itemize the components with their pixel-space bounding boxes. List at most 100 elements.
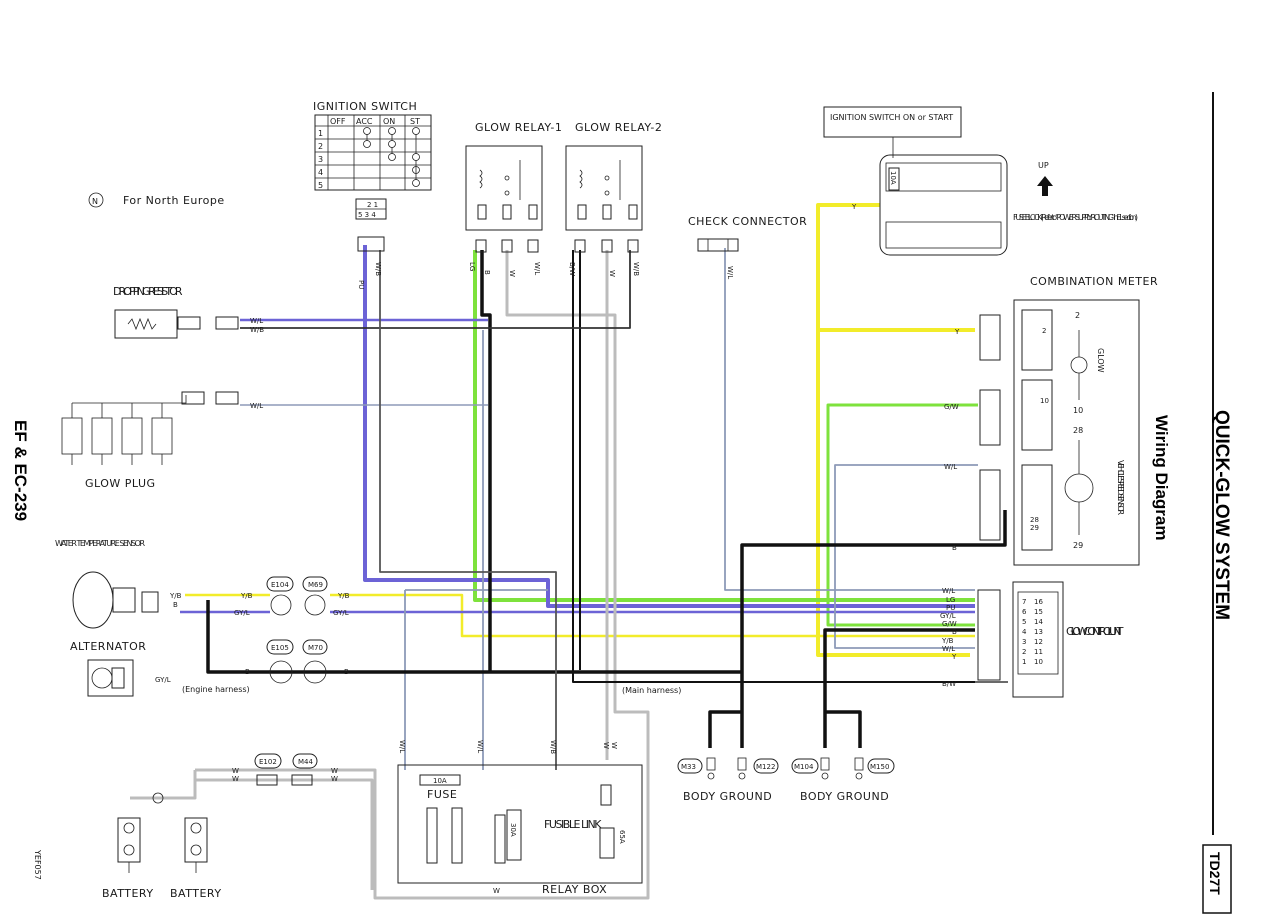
meter-pin-10: 10 — [1073, 406, 1083, 415]
relay-box: 10A FUSE 30A FUSIBLE LINK 65A RELAY BOX … — [397, 740, 643, 896]
row-2: 2 — [318, 142, 323, 151]
lbl-w1: W — [508, 270, 516, 277]
lbl-y-fuse: Y — [851, 203, 857, 211]
glow-relay-1: GLOW RELAY-1 — [465, 121, 562, 253]
lbl-yb-mid: Y/B — [240, 592, 253, 600]
lbl-bw: B/W — [568, 262, 576, 276]
gcu-lg: LG — [946, 596, 955, 604]
lbl-yb-water: Y/B — [169, 592, 182, 600]
lbl-gyl-mid: GY/L — [234, 609, 250, 617]
row-3: 3 — [318, 155, 323, 164]
svg-text:M122: M122 — [756, 763, 775, 771]
alternator: ALTERNATOR GY/L (Engine harness) B B (Ma… — [70, 640, 681, 697]
glow-control-unit: GLOW CONTROL UNIT W/L LG PU GY/L G/W B Y… — [940, 581, 1124, 698]
svg-text:13: 13 — [1034, 628, 1043, 636]
lbl-gyl-right: GY/L — [333, 609, 349, 617]
col-on: ON — [383, 117, 395, 126]
svg-text:12: 12 — [1034, 638, 1043, 646]
ign-pins-top: 2 1 — [367, 201, 378, 209]
svg-text:10: 10 — [1034, 658, 1043, 666]
svg-text:5: 5 — [1022, 618, 1026, 626]
wire-w-relay1 — [195, 250, 650, 900]
wire-wl-check — [724, 248, 975, 591]
gcu-y: Y — [951, 653, 957, 661]
wire-pu — [363, 245, 975, 608]
col-st: ST — [410, 117, 420, 126]
meter-inner-28: 28 — [1030, 516, 1039, 524]
lbl-b-meter: B — [952, 544, 957, 552]
svg-text:E105: E105 — [271, 644, 289, 652]
inline-connectors: E104 M69 E105 M70 E102 M44 W W — [232, 576, 338, 786]
lbl-wb-res: W/B — [250, 326, 264, 334]
gcu-bw: B/W — [942, 680, 956, 688]
lbl-w2: W — [608, 270, 616, 277]
ign-pins-bottom: 5 3 4 — [358, 211, 376, 219]
svg-text:14: 14 — [1034, 618, 1043, 626]
wire-lg — [473, 250, 975, 602]
connector-e105: E105 — [266, 639, 294, 684]
svg-text:M69: M69 — [308, 581, 323, 589]
gcu-pu: PU — [946, 604, 955, 612]
ignition-switch: IGNITION SWITCH OFF ACC ON ST 1 2 3 4 5 … — [313, 100, 432, 289]
page-ref: EF & EC-239 — [11, 420, 30, 521]
svg-text:M33: M33 — [681, 763, 696, 771]
wire-label-wb: W/B — [374, 262, 382, 276]
wire-w-batt-feed — [130, 770, 197, 800]
wire-label-pu: PU — [357, 280, 365, 289]
lbl-b-alt2: B — [344, 668, 349, 676]
row-1: 1 — [318, 129, 323, 138]
battery-label-2: BATTERY — [170, 887, 222, 900]
fuse-block-label: FUSE BLOCK (Refer to "POWER SUPPLY ROUTI… — [1013, 213, 1138, 222]
wire-wl-vss — [834, 464, 978, 649]
svg-text:M150: M150 — [870, 763, 889, 771]
svg-text:E102: E102 — [259, 758, 277, 766]
svg-text:11: 11 — [1034, 648, 1043, 656]
fuse-65a: 65A — [618, 830, 626, 844]
fusible-link-label: FUSIBLE LINK — [544, 818, 602, 831]
lbl-yb-right: Y/B — [337, 592, 350, 600]
note-north-europe: N For North Europe — [88, 192, 224, 208]
ignition-switch-title: IGNITION SWITCH — [313, 100, 417, 113]
combination-meter-label: COMBINATION METER — [1030, 275, 1158, 288]
wire-gw — [826, 403, 978, 627]
lbl-wl-meter: W/L — [944, 463, 957, 471]
lbl-y-meter: Y — [954, 328, 960, 336]
note-symbol: N — [92, 197, 98, 206]
wire-b-gcu2 — [823, 628, 975, 748]
gcu-b: B — [952, 628, 957, 636]
svg-text:M44: M44 — [298, 758, 313, 766]
col-off: OFF — [330, 117, 346, 126]
lbl-w-e102b: W — [232, 775, 239, 783]
lbl-b1: B — [483, 270, 491, 275]
lbl-wl-rb1: W/L — [398, 740, 406, 753]
gcu-wire-labels: W/L LG PU GY/L G/W B Y/B W/L Y B/W — [940, 587, 957, 688]
lbl-wb2: W/B — [632, 262, 640, 276]
lbl-gw-meter: G/W — [944, 403, 959, 411]
lbl-wb-rb: W/B — [549, 740, 557, 754]
wire-b-main — [206, 600, 742, 674]
lbl-b-water: B — [173, 601, 178, 609]
fuse-30a: 30A — [509, 823, 517, 837]
lbl-wl-glow: W/L — [250, 402, 263, 410]
col-acc: ACC — [356, 117, 373, 126]
glow-relay-2: GLOW RELAY-2 — [565, 121, 662, 253]
svg-text:2: 2 — [1022, 648, 1026, 656]
svg-text:E104: E104 — [271, 581, 289, 589]
svg-text:7: 7 — [1022, 598, 1026, 606]
fuse-10a: 10A — [889, 171, 897, 185]
meter-pin-28: 28 — [1073, 426, 1083, 435]
wire-wb-resistor — [240, 250, 631, 329]
check-connector: CHECK CONNECTOR W/L — [688, 215, 807, 279]
row-5: 5 — [318, 181, 323, 190]
gcu-wl1: W/L — [942, 587, 955, 595]
wire-b-ground — [740, 510, 1007, 672]
wire-w-battery — [195, 778, 374, 890]
lbl-w-rb1: W — [602, 742, 610, 749]
connector-e104: E104 — [266, 576, 294, 616]
body-grounds: M33 M122 M104 M150 BODY GROUND BODY GROU… — [677, 757, 895, 803]
glow-plugs: W/L GLOW PLUG — [61, 391, 263, 490]
engine-harness-label: (Engine harness) — [182, 685, 250, 694]
dropping-resistor: DROPPING RESISTOR W/L W/B — [113, 285, 264, 339]
glow-relay-1-label: GLOW RELAY-1 — [475, 121, 562, 134]
